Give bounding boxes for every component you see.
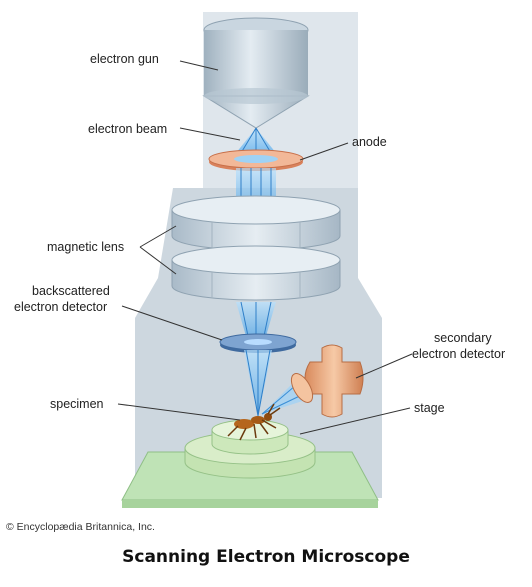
leader-lines (117, 60, 413, 435)
label-secondary-line2: electron detector (412, 347, 505, 361)
stage-discs (184, 419, 316, 479)
label-stage: stage (414, 401, 445, 415)
anode (208, 149, 304, 171)
label-electron-beam: electron beam (88, 122, 167, 136)
label-anode: anode (352, 135, 387, 149)
magnetic-lens-lower (171, 245, 341, 301)
label-backscattered-line2: electron detector (14, 300, 107, 314)
copyright-notice: © Encyclopædia Britannica, Inc. (6, 521, 155, 533)
electron-beam-focus (244, 349, 272, 417)
backscattered-detector (219, 333, 297, 353)
electron-beam-lower (236, 301, 276, 337)
magnetic-lens-upper (171, 195, 341, 251)
electron-gun (202, 17, 310, 129)
label-specimen: specimen (50, 397, 104, 411)
secondary-electron-detector (290, 344, 364, 418)
specimen-insect (227, 403, 281, 441)
label-backscattered-line1: backscattered (32, 284, 110, 298)
label-electron-gun: electron gun (90, 52, 159, 66)
diagram-caption: Scanning Electron Microscope (122, 547, 410, 567)
label-magnetic-lens: magnetic lens (47, 240, 124, 254)
label-secondary-line1: secondary (434, 331, 492, 345)
